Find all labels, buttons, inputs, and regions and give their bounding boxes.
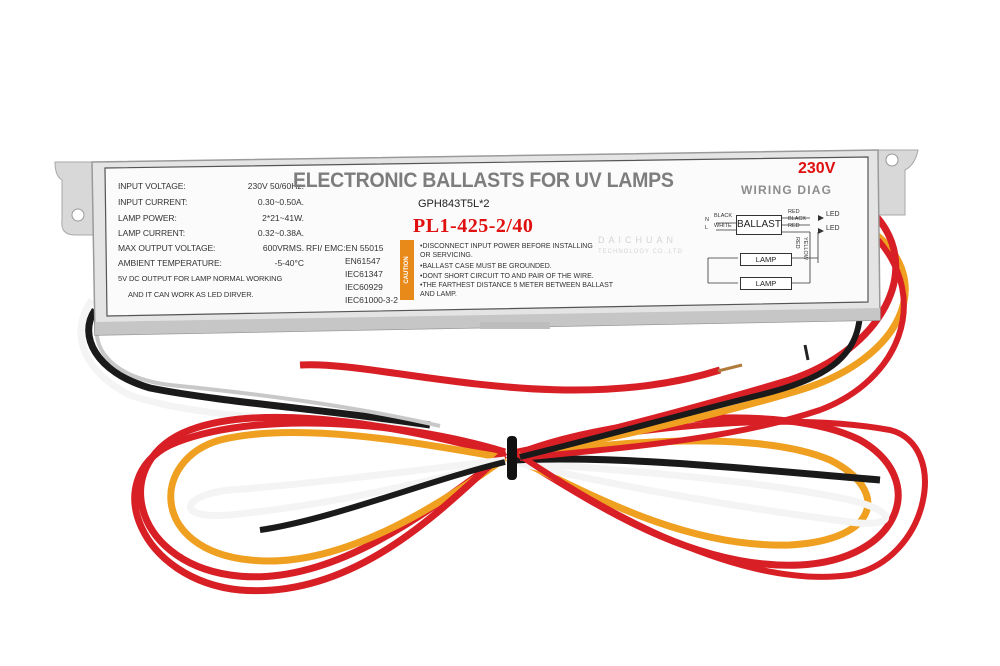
mount-hole-left [71, 208, 85, 222]
warning-line: AND LAMP. [420, 291, 457, 298]
black-wire-loop-left [259, 459, 506, 533]
black-wire-end [803, 344, 810, 361]
diagram-label-l: L [705, 225, 709, 231]
stripped-wire-end [717, 363, 743, 373]
spec-name: INPUT CURRENT: [118, 197, 188, 207]
mount-hole-right [885, 153, 899, 167]
yellow-wire-loop-left [167, 429, 508, 565]
label-title: ELECTRONIC BALLASTS FOR UV LAMPS [293, 169, 674, 192]
diagram-lamp-2: LAMP [740, 277, 792, 290]
wiring-lines [707, 215, 824, 284]
white-wire-loop-right [514, 458, 889, 527]
white-wire-loop-left [187, 456, 507, 520]
serial-sticker [480, 322, 550, 329]
warning-line: •BALLAST CASE MUST BE GROUNDED. [420, 263, 552, 270]
diagram-label-white: WHITE [714, 223, 732, 229]
spec-name: INPUT VOLTAGE: [118, 181, 186, 191]
watermark-text: DAICHUAN [598, 235, 678, 245]
diagram-label-yellow: YELLOW [802, 237, 808, 260]
black-wire-loop-right [514, 455, 881, 484]
spec-value: 2*21~41W. [262, 213, 304, 223]
cable-tie [507, 436, 517, 480]
red-wire-short [299, 361, 722, 394]
warning-line: •DONT SHORT CIRCUIT TO AND PAIR OF THE W… [420, 273, 594, 280]
mounting-tab-left [54, 161, 101, 236]
spec-name: AMBIENT TEMPERATURE: [118, 258, 222, 268]
part-number: PL1-425-2/40 [413, 215, 534, 237]
diagram-label-black-out: BLACK [788, 216, 807, 222]
spec-name: LAMP POWER: [118, 213, 177, 223]
black-wire-right [519, 309, 863, 460]
standards-label: RFI/ EMC:EN 55015 [306, 243, 384, 253]
gray-wire-left [94, 317, 441, 428]
red-wire-right-2 [519, 238, 907, 461]
note-line: 5V DC OUTPUT FOR LAMP NORMAL WORKING [118, 274, 283, 283]
warning-line: •DISCONNECT INPUT POWER BEFORE INSTALLIN… [420, 243, 593, 250]
watermark-subtext: TECHNOLOGY CO.,LTD [598, 249, 683, 255]
caution-text: CAUTION [404, 256, 410, 284]
standard-item: IEC60929 [345, 282, 383, 292]
diagram-label-red-out: RED [788, 223, 800, 229]
black-wire-left [85, 308, 431, 429]
spec-name: LAMP CURRENT: [118, 228, 186, 238]
note-line: AND IT CAN WORK AS LED DIRVER. [128, 290, 254, 299]
diagram-label-led: LED [826, 211, 840, 218]
diagram-lamp-1: LAMP [740, 253, 792, 266]
spec-value: 600VRMS. [262, 243, 304, 253]
wiring-diagram-title: WIRING DIAG [741, 183, 833, 197]
red-wire-loop-right-2 [513, 418, 928, 580]
spec-value: -5-40°C [274, 258, 304, 268]
warning-line: •THE FARTHEST DISTANCE 5 METER BETWEEN B… [420, 282, 614, 289]
warning-line: OR SERVICING. [420, 252, 473, 259]
standard-item: EN61547 [345, 256, 381, 266]
diagram-label-black: BLACK [714, 213, 733, 219]
diagram-label-led: LED [826, 225, 840, 232]
red-wire-loop-left-2 [131, 419, 508, 595]
caution-strip: CAUTION [400, 240, 414, 300]
spec-name: MAX OUTPUT VOLTAGE: [118, 243, 216, 253]
spec-value: 230V 50/60Hz. [247, 181, 304, 191]
diagram-label-red: RED [788, 209, 800, 215]
label-border [104, 156, 869, 317]
model-number: GPH843T5L*2 [418, 198, 490, 210]
diagram-label-n: N [705, 217, 709, 223]
spec-value: 0.30~0.50A. [257, 197, 304, 207]
case-bottom-edge [95, 308, 880, 335]
ballast-label: INPUT VOLTAGE: 230V 50/60Hz. INPUT CURRE… [108, 160, 866, 315]
spec-value: 0.32~0.38A. [257, 228, 304, 238]
voltage-rating: 230V [798, 160, 836, 177]
diagram-label-red-side: RED [794, 237, 800, 249]
diagram-ballast-box: BALLAST [736, 215, 782, 235]
standard-item: IEC61347 [345, 269, 383, 279]
standard-item: IEC61000-3-2 [345, 295, 398, 305]
